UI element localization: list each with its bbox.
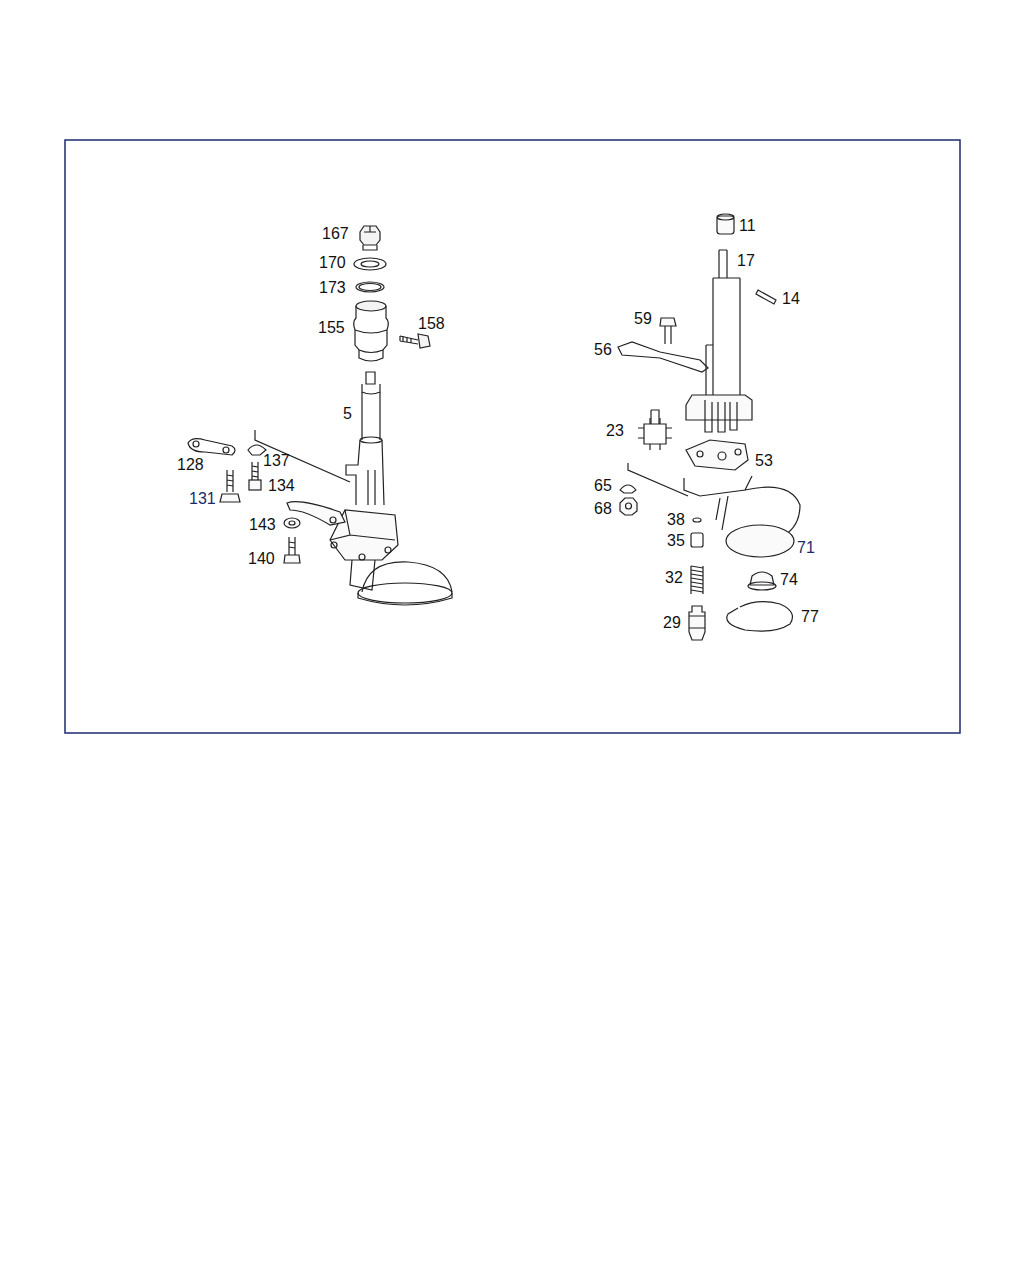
- callout-number: 71: [797, 539, 815, 556]
- callout-holder: 17: [737, 252, 755, 270]
- callout-number: 155: [318, 319, 345, 336]
- callout-holder: 170: [319, 254, 346, 272]
- callout-number: 158: [418, 315, 445, 332]
- callout-number: 14: [782, 290, 800, 307]
- callout-holder: 158: [418, 315, 445, 333]
- callout-number: 128: [177, 456, 204, 473]
- callout-holder: 56: [594, 341, 612, 359]
- callout-number: 77: [801, 608, 819, 625]
- callout-holder: 65: [594, 477, 612, 495]
- callout-number: 38: [667, 511, 685, 528]
- callout-holder: 29: [663, 614, 681, 632]
- callout-holder: 167: [322, 225, 349, 243]
- callout-holder: 53: [755, 452, 773, 470]
- callout-holder: 134: [268, 477, 295, 495]
- callout-holder: 14: [782, 290, 800, 308]
- callout-number: 131: [189, 490, 216, 507]
- callout-number: 56: [594, 341, 612, 358]
- callout-number: 11: [739, 217, 756, 234]
- callout-number: 59: [634, 310, 652, 327]
- callout-number: 134: [268, 477, 295, 494]
- callout-holder: 143: [249, 516, 276, 534]
- callout-number: 68: [594, 500, 612, 517]
- callout-holder: 155: [318, 319, 345, 337]
- callout-holder: 128: [177, 456, 204, 474]
- callout-holder: 5: [343, 405, 352, 423]
- callout-holder: 68: [594, 500, 612, 518]
- callout-holder: 59: [634, 310, 652, 328]
- callout-holder: 77: [801, 608, 819, 626]
- callout-holder: 71: [797, 539, 815, 557]
- callout-number: 65: [594, 477, 612, 494]
- callout-number: 35: [667, 532, 685, 549]
- callout-holder: 131: [189, 490, 216, 508]
- callout-number: 137: [263, 452, 290, 469]
- callout-holder: 23: [606, 422, 624, 440]
- callout-holder: 32: [665, 569, 683, 587]
- callout-number: 53: [755, 452, 773, 469]
- callout-number: 5: [343, 405, 352, 422]
- callout-number: 167: [322, 225, 349, 242]
- callout-number: 32: [665, 569, 683, 586]
- callout-number: 74: [780, 571, 798, 588]
- callout-number: 17: [737, 252, 755, 269]
- callout-holder: 173: [319, 279, 346, 297]
- callout-number: 140: [248, 550, 275, 567]
- callout-number: 170: [319, 254, 346, 271]
- callout-number: 143: [249, 516, 276, 533]
- callout-holder: 137: [263, 452, 290, 470]
- callout-holder: 74: [780, 571, 798, 589]
- callout-number: 173: [319, 279, 346, 296]
- callout-number: 23: [606, 422, 624, 439]
- callout-holder: 38: [667, 511, 685, 529]
- callout-holder: 140: [248, 550, 275, 568]
- callout-number: 29: [663, 614, 681, 631]
- callout-holder: 35: [667, 532, 685, 550]
- callout-holder: 11: [739, 217, 756, 235]
